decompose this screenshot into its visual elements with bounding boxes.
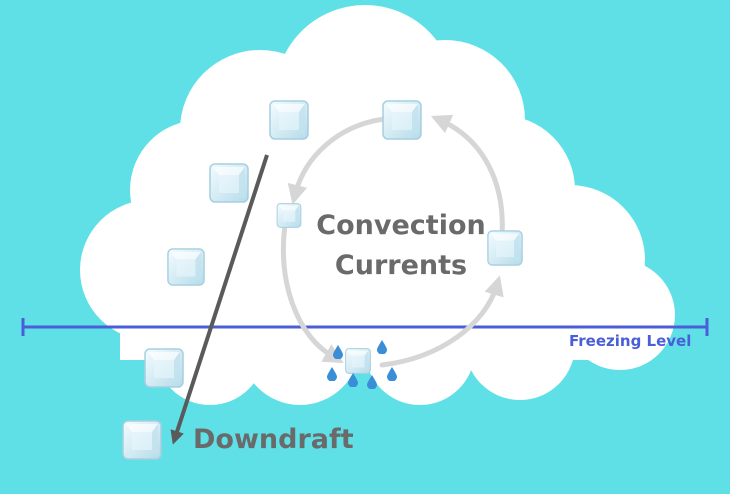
- downdraft-label: Downdraft: [193, 424, 354, 455]
- ice-cube-icon: [382, 100, 422, 140]
- cycle-arrow-icon: [379, 275, 504, 368]
- freezing-level-line: [21, 318, 709, 336]
- cycle-arrow-icon: [430, 114, 505, 238]
- cloud-shape: [80, 5, 675, 405]
- downdraft-arrow-icon: [170, 154, 269, 445]
- ice-cube-icon: [276, 203, 302, 228]
- cycle-arrow-icon: [280, 222, 344, 363]
- ice-cube-icon: [209, 163, 249, 203]
- ice-cube-icon: [167, 248, 205, 286]
- convection-currents-label: Convection Currents: [316, 210, 486, 281]
- ice-cube-icon: [144, 348, 184, 388]
- freezing-level-label: Freezing Level: [569, 332, 692, 350]
- cycle-arrow-icon: [287, 116, 387, 205]
- ice-cube-icon: [269, 100, 309, 140]
- ice-cube-icon: [345, 348, 371, 374]
- convection-cycle-arrows: [280, 114, 505, 368]
- ice-cube-icon: [487, 230, 523, 266]
- ice-cube-icon: [122, 420, 162, 460]
